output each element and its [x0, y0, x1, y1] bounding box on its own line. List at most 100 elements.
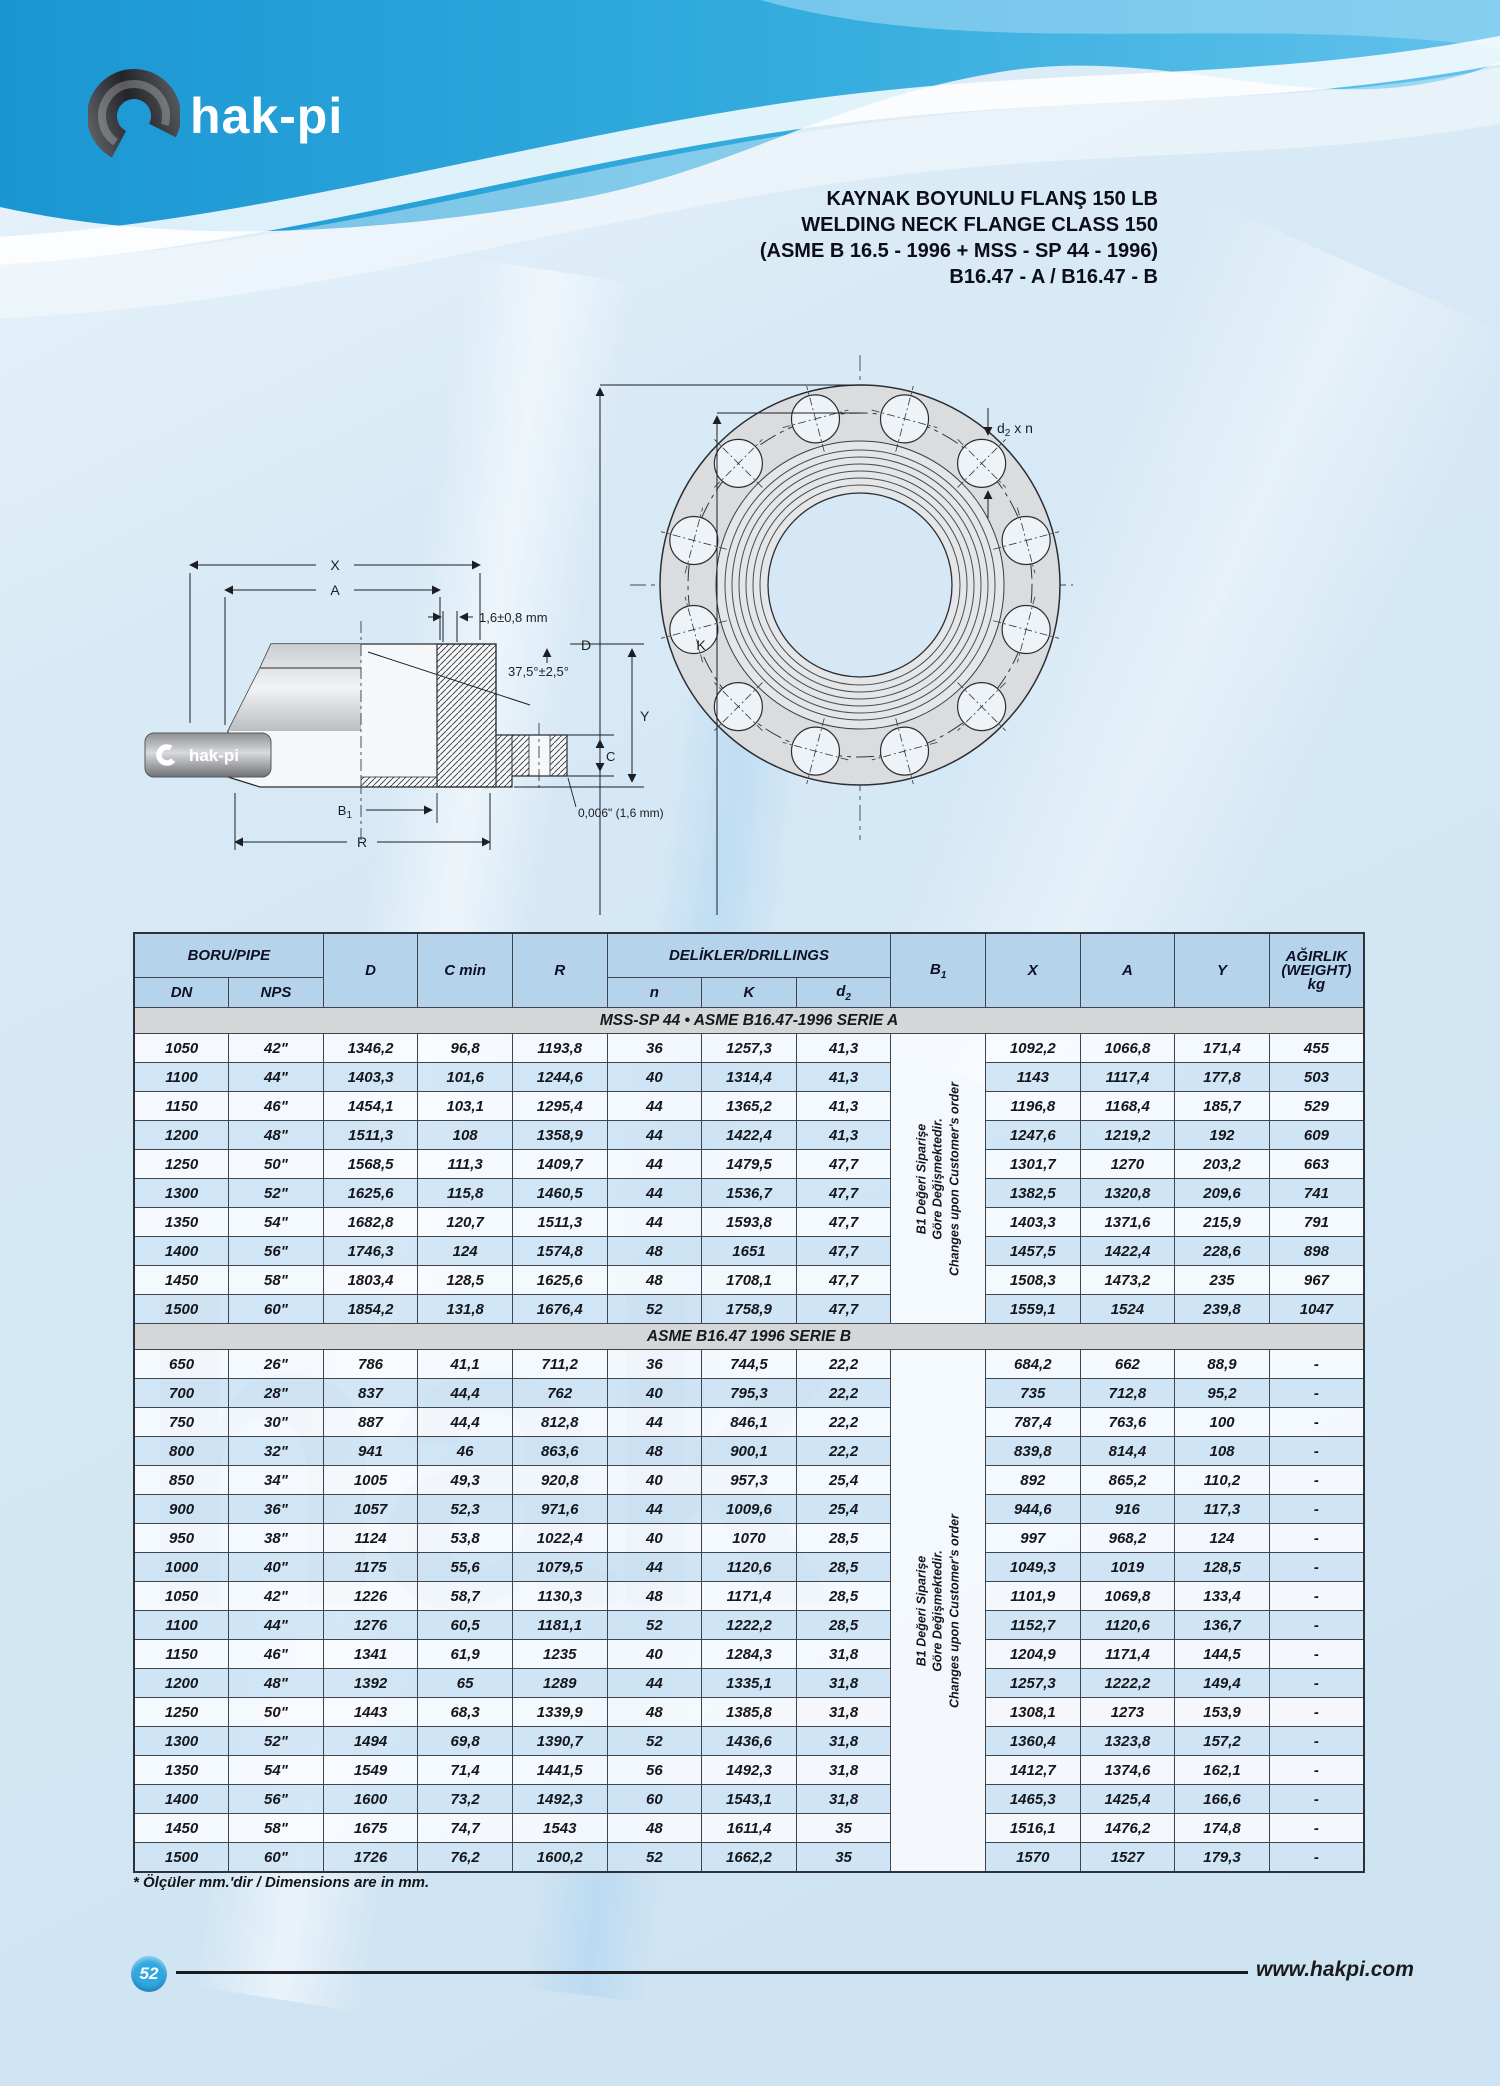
table-cell: 662 — [1079, 1349, 1176, 1379]
table-cell: 46" — [228, 1091, 324, 1121]
table-cell: 61,9 — [417, 1639, 513, 1669]
table-cell: 1200 — [133, 1668, 230, 1698]
column-n: n — [606, 977, 703, 1008]
table-cell: 1100 — [133, 1062, 230, 1092]
table-cell: 1346,2 — [322, 1033, 419, 1063]
table-cell: 1301,7 — [984, 1149, 1081, 1179]
table-cell: 1100 — [133, 1610, 230, 1640]
table-cell: 744,5 — [701, 1349, 797, 1379]
table-cell: 1600,2 — [511, 1842, 608, 1873]
table-cell: 111,3 — [417, 1149, 513, 1179]
table-cell: 157,2 — [1174, 1726, 1270, 1756]
table-cell: 44" — [228, 1062, 324, 1092]
table-cell: 1600 — [322, 1784, 419, 1814]
table-cell: 1746,3 — [322, 1236, 419, 1266]
footer-divider — [176, 1971, 1248, 1975]
table-cell: 663 — [1268, 1149, 1365, 1179]
table-cell: 38" — [228, 1523, 324, 1553]
table-cell: 47,7 — [795, 1265, 892, 1295]
table-cell: 28,5 — [795, 1581, 892, 1611]
flange-front-view-drawing: D K d2 x n — [581, 355, 1073, 915]
table-cell: 1358,9 — [511, 1120, 608, 1150]
table-cell: - — [1268, 1842, 1365, 1873]
table-cell: 32" — [228, 1436, 324, 1466]
table-cell: 52 — [606, 1294, 703, 1324]
table-cell: 1000 — [133, 1552, 230, 1582]
table-cell: 76,2 — [417, 1842, 513, 1873]
table-cell: 28,5 — [795, 1523, 892, 1553]
table-cell: 41,3 — [795, 1033, 892, 1063]
table-cell: 1019 — [1079, 1552, 1176, 1582]
table-cell: 52" — [228, 1726, 324, 1756]
table-cell: 36" — [228, 1494, 324, 1524]
table-cell: 920,8 — [511, 1465, 608, 1495]
table-cell: 56" — [228, 1236, 324, 1266]
table-cell: 968,2 — [1079, 1523, 1176, 1553]
table-cell: 1675 — [322, 1813, 419, 1843]
table-cell: 44,4 — [417, 1407, 513, 1437]
table-cell: - — [1268, 1552, 1365, 1582]
table-cell: 1625,6 — [511, 1265, 608, 1295]
table-cell: 1543 — [511, 1813, 608, 1843]
weight-head-line: AĞIRLIK — [1285, 947, 1348, 965]
table-cell: 47,7 — [795, 1149, 892, 1179]
column-k: K — [701, 977, 797, 1008]
table-cell: 1120,6 — [1079, 1610, 1176, 1640]
table-cell: 1450 — [133, 1265, 230, 1295]
table-cell: 1193,8 — [511, 1033, 608, 1063]
table-cell: 60" — [228, 1842, 324, 1873]
table-cell: - — [1268, 1697, 1365, 1727]
table-cell: 1392 — [322, 1668, 419, 1698]
table-cell: 115,8 — [417, 1178, 513, 1208]
table-cell: 1200 — [133, 1120, 230, 1150]
b1-note-line: B1 Değeri Siparişe — [914, 1555, 929, 1666]
table-cell: 44 — [606, 1494, 703, 1524]
table-cell: 133,4 — [1174, 1581, 1270, 1611]
table-cell: 1117,4 — [1079, 1062, 1176, 1092]
table-cell: 1323,8 — [1079, 1726, 1176, 1756]
table-cell: 1758,9 — [701, 1294, 797, 1324]
weight-head-line: (WEIGHT) — [1281, 961, 1352, 979]
table-cell: 455 — [1268, 1033, 1365, 1063]
table-cell: 741 — [1268, 1178, 1365, 1208]
table-cell: 684,2 — [984, 1349, 1081, 1379]
table-cell: 44 — [606, 1668, 703, 1698]
column-r: R — [511, 932, 608, 1008]
table-cell: 1492,3 — [511, 1784, 608, 1814]
column-b1: B1 — [890, 932, 986, 1008]
table-cell: 48 — [606, 1436, 703, 1466]
table-cell: 1300 — [133, 1726, 230, 1756]
table-cell: 65 — [417, 1668, 513, 1698]
table-cell: 1069,8 — [1079, 1581, 1176, 1611]
table-cell: 108 — [417, 1120, 513, 1150]
table-cell: 74,7 — [417, 1813, 513, 1843]
page-number-badge: 52 — [131, 1956, 167, 1992]
table-cell: 31,8 — [795, 1697, 892, 1727]
table-cell: 1476,2 — [1079, 1813, 1176, 1843]
table-cell: 36 — [606, 1033, 703, 1063]
table-cell: 96,8 — [417, 1033, 513, 1063]
table-cell: 1662,2 — [701, 1842, 797, 1873]
table-cell: 50" — [228, 1697, 324, 1727]
table-cell: 957,3 — [701, 1465, 797, 1495]
table-cell: 1479,5 — [701, 1149, 797, 1179]
table-cell: 1226 — [322, 1581, 419, 1611]
table-cell: 1422,4 — [701, 1120, 797, 1150]
website-link[interactable]: www.hakpi.com — [1256, 1958, 1414, 1981]
b1-note-line: Göre Değişmektedir. — [931, 1549, 946, 1672]
table-cell: 71,4 — [417, 1755, 513, 1785]
table-cell: 1570 — [984, 1842, 1081, 1873]
table-cell: 750 — [133, 1407, 230, 1437]
